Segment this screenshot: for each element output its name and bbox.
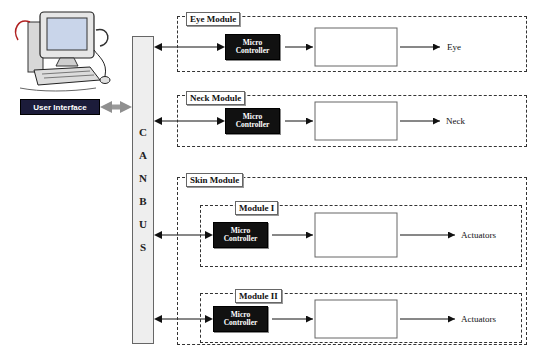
bus-arrow: [162, 319, 205, 320]
box-label: Micro Controller: [228, 39, 277, 56]
box-label: User Interface: [33, 103, 86, 112]
monitor-stand: [56, 58, 78, 66]
signal-arrow: [400, 121, 440, 122]
module-frame: Eye ModuleMicro Controller: [177, 16, 527, 72]
monitor: [40, 12, 94, 58]
module-heading: Eye Module: [186, 12, 240, 26]
module-heading: Module I: [235, 201, 278, 215]
interface-arrow: [108, 105, 124, 110]
box-label: Micro Controller: [216, 227, 265, 244]
signal-arrow: [400, 47, 440, 48]
output-label: Neck: [446, 116, 465, 126]
bus-arrow: [162, 47, 217, 48]
monitor-screen: [47, 18, 87, 50]
headset: [96, 29, 108, 46]
output-label: Actuators: [461, 230, 496, 240]
module-heading: Neck Module: [186, 91, 245, 105]
signal-chain: [272, 28, 455, 338]
controller-box: Micro Controller: [225, 34, 280, 60]
interface-box: User Interface: [20, 99, 100, 115]
driver-box: [315, 300, 397, 338]
signal-arrow: [285, 121, 313, 122]
can-bus-bar: C A N B U S: [132, 36, 154, 344]
desk-line: [20, 88, 96, 91]
signal-arrow: [285, 47, 313, 48]
mouse: [100, 77, 110, 84]
signal-arrow: [400, 319, 455, 320]
output-label: Eye: [447, 42, 461, 52]
driver-box: [315, 102, 397, 140]
keyboard-keys: [42, 71, 94, 78]
box-label: Micro Controller: [228, 113, 277, 130]
controller-box: Micro Controller: [225, 108, 280, 134]
controller-box: Micro Controller: [213, 306, 268, 332]
signal-arrow: [272, 235, 313, 236]
driver-box: [315, 28, 397, 66]
output-label: Actuators: [461, 314, 496, 324]
box-label: Micro Controller: [216, 311, 265, 328]
bus-label: C A N B U S: [138, 121, 149, 260]
module-heading: Module II: [235, 289, 282, 303]
controller-box: Micro Controller: [213, 222, 268, 248]
signal-arrow: [272, 319, 313, 320]
signal-arrow: [400, 235, 455, 236]
module-frame: Neck ModuleMicro Controller: [177, 95, 527, 147]
computer-figure: [16, 12, 110, 91]
driver-box: [315, 213, 397, 257]
headset-cable: [16, 21, 30, 40]
mouse-cable: [94, 50, 106, 76]
keyboard: [34, 67, 100, 85]
bus-arrow: [162, 121, 217, 122]
module-heading: Skin Module: [186, 173, 243, 187]
bus-arrow: [162, 235, 205, 236]
